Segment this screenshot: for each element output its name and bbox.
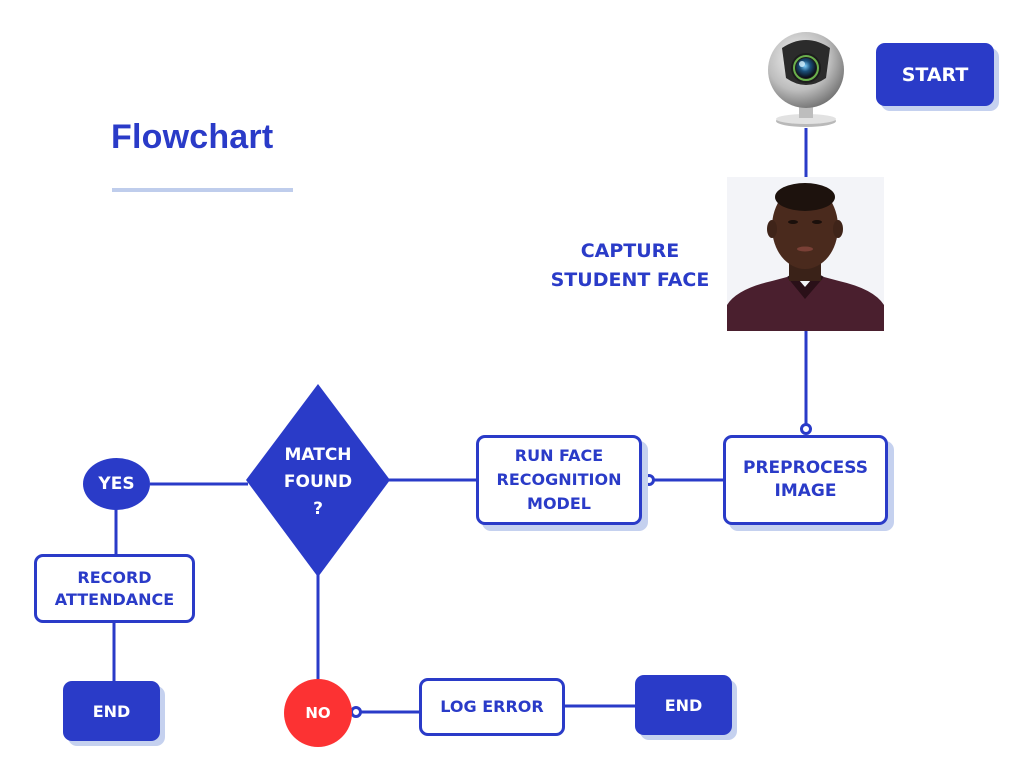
connector-dot-preprocess-top xyxy=(800,423,812,435)
end-node-yes[interactable]: END xyxy=(63,681,160,741)
log-error-label: LOG ERROR xyxy=(440,697,544,717)
end-node-no[interactable]: END xyxy=(635,675,732,735)
recognition-label-line3: MODEL xyxy=(527,494,591,513)
no-label: NO xyxy=(305,704,331,722)
yes-label: YES xyxy=(98,474,135,494)
end-yes-label: END xyxy=(92,701,131,721)
recognition-label-line2: RECOGNITION xyxy=(496,470,622,489)
preprocess-node[interactable]: PREPROCESS IMAGE xyxy=(723,435,888,525)
connector-dot-no-right xyxy=(350,706,362,718)
preprocess-label-line2: IMAGE xyxy=(774,481,837,501)
record-label-line2: ATTENDANCE xyxy=(54,589,175,609)
capture-label-line2: STUDENT FACE xyxy=(550,268,710,291)
recognition-label-line1: RUN FACE xyxy=(514,446,604,465)
decision-label-line3: ? xyxy=(313,499,323,520)
title-underline xyxy=(112,188,293,192)
student-face-photo xyxy=(727,177,884,331)
record-attendance-node[interactable]: RECORD ATTENDANCE xyxy=(34,554,195,623)
preprocess-label-line1: PREPROCESS xyxy=(743,458,868,479)
end-no-label: END xyxy=(664,695,703,715)
webcam-icon xyxy=(766,30,846,128)
log-error-node[interactable]: LOG ERROR xyxy=(419,678,565,736)
recognition-node[interactable]: RUN FACE RECOGNITION MODEL xyxy=(476,435,642,525)
yes-node[interactable]: YES xyxy=(83,458,150,510)
connector-dot-recognition-right xyxy=(643,474,655,486)
start-node[interactable]: START xyxy=(876,43,994,106)
record-label-line1: RECORD xyxy=(77,567,152,587)
start-label: START xyxy=(901,63,969,86)
no-node[interactable]: NO xyxy=(284,679,352,747)
page-title: Flowchart xyxy=(111,118,274,156)
decision-node[interactable]: MATCH FOUND ? xyxy=(262,442,374,524)
decision-label-line1: MATCH xyxy=(284,445,352,465)
capture-label: CAPTURE STUDENT FACE xyxy=(530,237,730,294)
capture-label-line1: CAPTURE xyxy=(580,240,680,262)
decision-label-line2: FOUND xyxy=(283,472,353,493)
decision-diamond xyxy=(246,384,390,577)
